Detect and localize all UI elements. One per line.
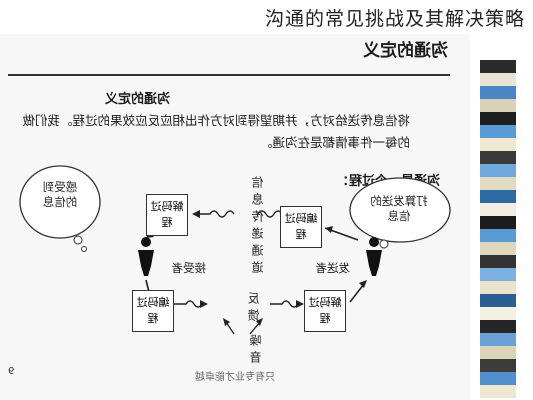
thought-dot [81, 246, 87, 252]
arrow-head [200, 300, 208, 308]
signal-squiggle [200, 210, 235, 218]
stripe-segment [480, 164, 516, 177]
sender-thought-text: 打算发送的信息 [370, 194, 428, 223]
stripe-segment [480, 229, 516, 242]
decoding-box-top: 解码过程 [146, 194, 188, 236]
sender-role-label: 发送者 [315, 261, 351, 275]
stripe-segment [480, 112, 516, 125]
arrow-head [223, 318, 230, 326]
stripe-segment [480, 255, 516, 268]
sender-thought-bubble [349, 177, 451, 243]
arrow-head [192, 210, 200, 218]
stripe-segment [480, 203, 516, 216]
stripe-segment [480, 359, 516, 372]
feedback-squiggle [174, 300, 203, 308]
stripe-segment [480, 333, 516, 346]
noise-arrow [249, 321, 261, 335]
stripe-segment [480, 73, 516, 86]
encoding-box-top: 编码过程 [280, 206, 322, 248]
stripe-segment [480, 86, 516, 99]
stripe-segment [480, 125, 516, 138]
slide-footer-slogan: 只有专业才能卓越 [195, 372, 275, 383]
channel-label: 信息传递通道 [251, 176, 265, 278]
slide-page-number: 9 [8, 366, 15, 377]
stripe-segment [480, 346, 516, 359]
sender-figure-icon [366, 237, 382, 276]
receiver-role-label: 接受者 [171, 261, 207, 275]
stripe-segment [480, 372, 516, 385]
arrow-head [256, 318, 263, 326]
receiver-figure-icon [138, 237, 154, 276]
arrow-head [359, 280, 367, 288]
feedback-label: 反馈 [247, 292, 261, 326]
stripe-segment [480, 385, 516, 398]
arrow-head [296, 300, 304, 308]
stripe-segment [480, 307, 516, 320]
receiver-thought-bubble [19, 165, 101, 239]
arrow-head [325, 226, 333, 233]
stripe-segment [480, 268, 516, 281]
stripe-segment [480, 294, 516, 307]
stripe-segment [480, 151, 516, 164]
page-title: 沟通的常见挑战及其解决策略 [264, 8, 525, 30]
stripe-segment [480, 216, 516, 229]
thought-dot [73, 235, 83, 245]
slide-image: 沟通的定义 沟通的定义 将信息传送给对方，并期望得到对方作出相应反应效果的过程。… [0, 34, 470, 400]
decoding-box-bottom: 解码过程 [304, 290, 346, 332]
stripe-segment [480, 281, 516, 294]
stripe-segment [480, 320, 516, 333]
stripe-segment [480, 60, 516, 73]
communication-process-diagram [19, 165, 451, 335]
noise-label: 噪音 [249, 334, 263, 368]
signal-squiggle [257, 210, 283, 218]
stripe-segment [480, 138, 516, 151]
decorative-stripe-bar [480, 60, 516, 400]
stripe-segment [480, 242, 516, 255]
stripe-segment [480, 99, 516, 112]
arrow-line [349, 283, 365, 303]
mirrored-slide-content: 沟通的定义 沟通的定义 将信息传送给对方，并期望得到对方作出相应反应效果的过程。… [0, 34, 470, 400]
encoding-box-bottom: 编码过程 [132, 290, 174, 332]
feedback-squiggle [270, 300, 299, 308]
stripe-segment [480, 177, 516, 190]
thought-dot [379, 239, 389, 249]
receiver-thought-text: 感受到的信息 [42, 180, 78, 209]
stripe-segment [480, 190, 516, 203]
